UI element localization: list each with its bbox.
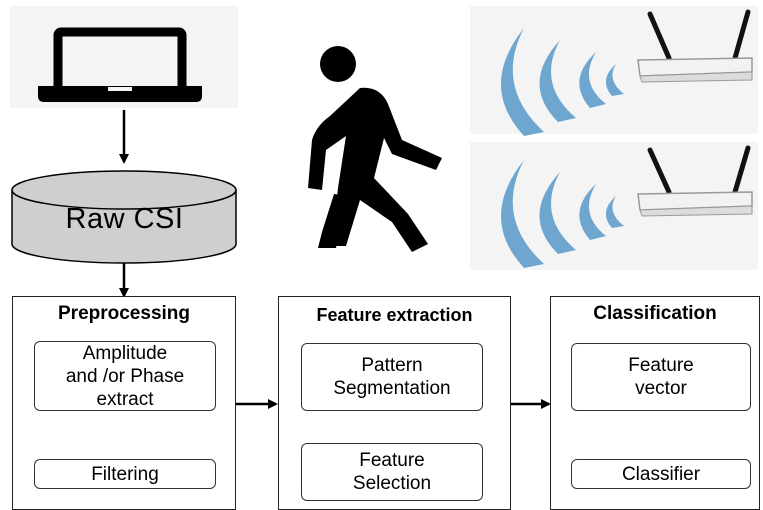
wifi-signal-icon	[501, 160, 624, 268]
stage-feature-extraction: Feature extraction Pattern Segmentation …	[278, 296, 511, 510]
walking-person-icon	[308, 46, 442, 252]
wifi-router-icon	[637, 9, 753, 83]
process-box-pattern-segmentation: Pattern Segmentation	[301, 343, 483, 411]
process-box-filtering: Filtering	[34, 459, 216, 489]
database-cylinder	[11, 170, 237, 264]
process-box-feature-selection: Feature Selection	[301, 443, 483, 501]
stage-title: Feature extraction	[316, 305, 473, 325]
process-box-classifier: Classifier	[571, 459, 751, 489]
stage-classification: Classification Feature vector Classifier	[550, 296, 760, 510]
process-box-feature-vector: Feature vector	[571, 343, 751, 411]
stage-title: Classification	[593, 303, 717, 324]
process-box-amplitude-phase: Amplitude and /or Phase extract	[34, 341, 216, 411]
stage-title: Preprocessing	[58, 303, 190, 324]
wifi-signal-icon	[501, 28, 624, 136]
laptop-icon	[38, 27, 202, 102]
wifi-router-icon	[637, 145, 753, 217]
stage-preprocessing: Preprocessing Amplitude and /or Phase ex…	[12, 296, 236, 510]
database-label: Raw CSI	[65, 203, 184, 235]
